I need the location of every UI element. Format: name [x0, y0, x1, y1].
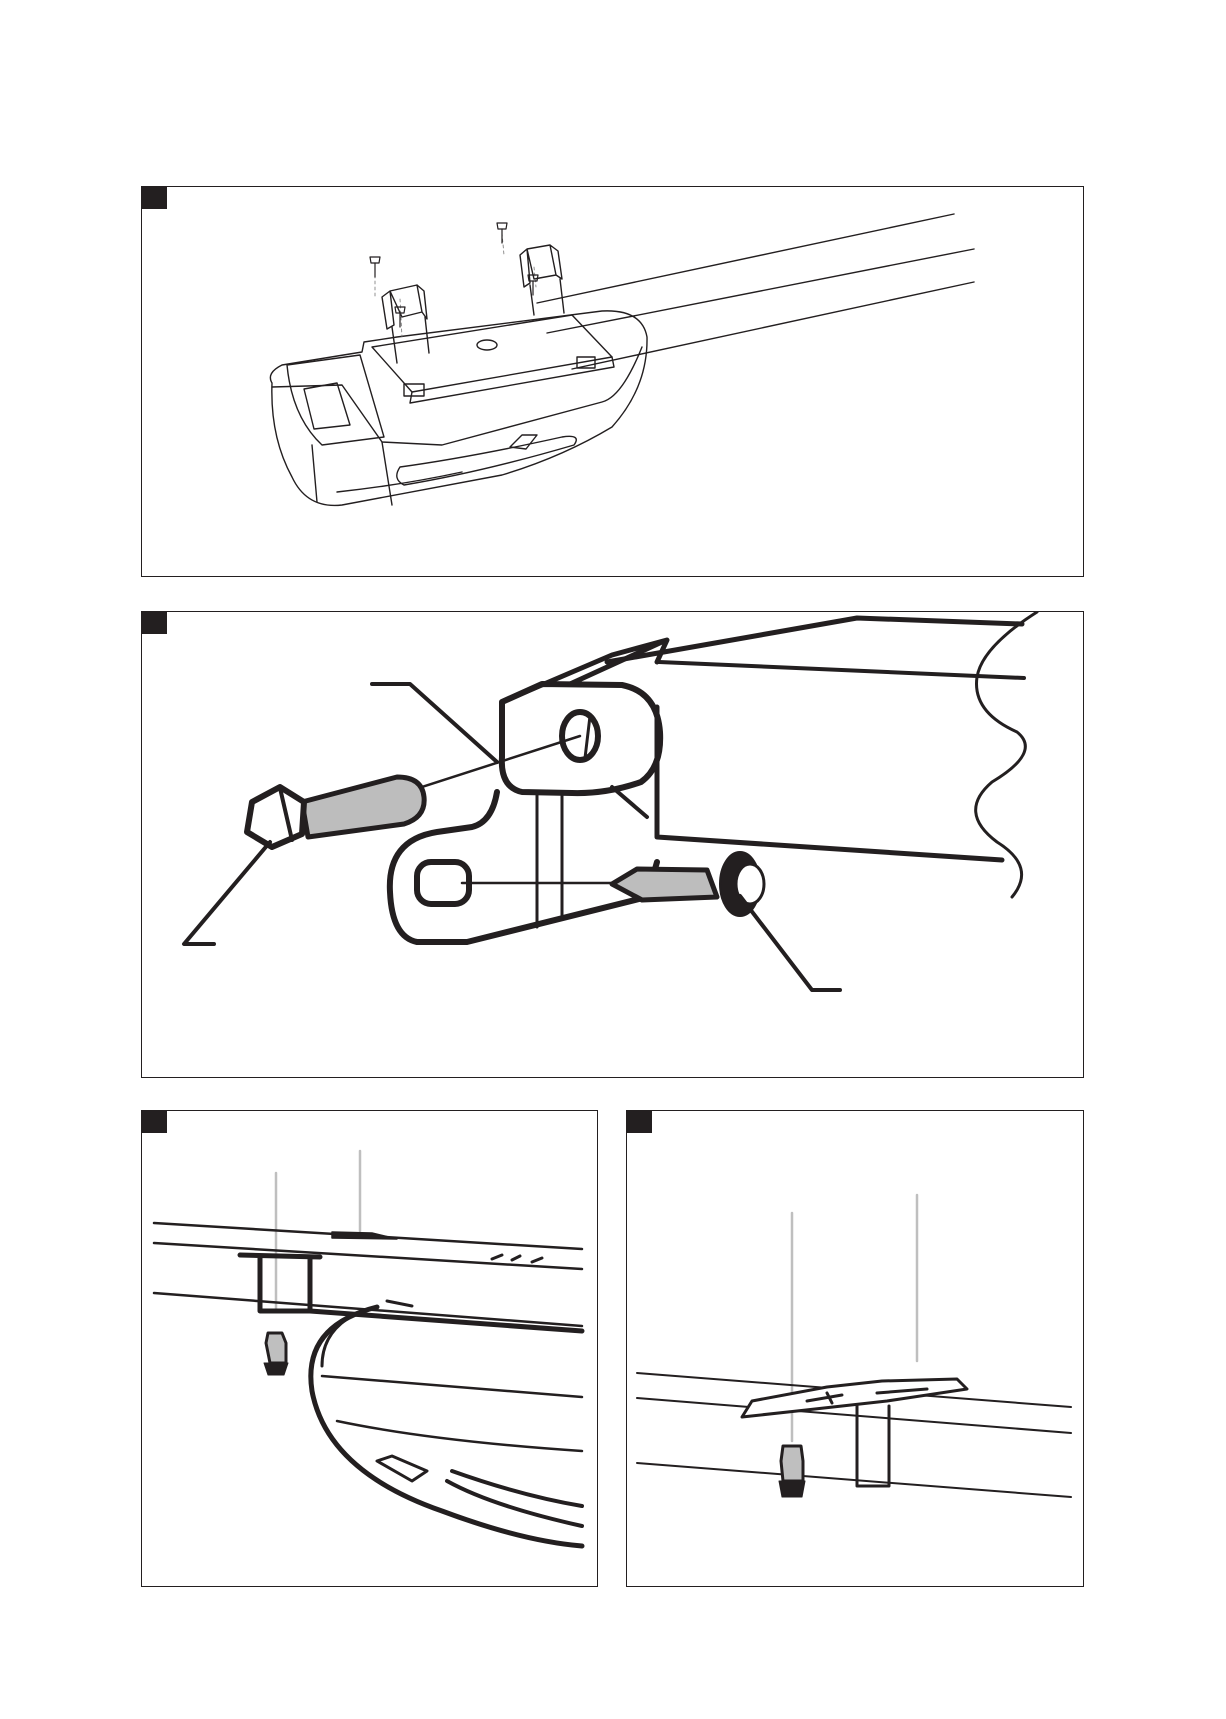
bolt	[781, 1446, 803, 1481]
bolt	[266, 1333, 286, 1363]
lower-bolt-shank	[612, 869, 717, 900]
leader-line-lower-bolt	[740, 896, 840, 990]
upper-bolt-shank	[302, 777, 424, 837]
right-bracket	[520, 245, 562, 287]
rail	[537, 214, 974, 369]
figure-4-drawing	[627, 1111, 1084, 1587]
upper-bolt-head	[247, 787, 304, 847]
figure-3-drawing	[142, 1111, 598, 1587]
screws	[370, 223, 538, 327]
mounting-plate	[372, 315, 612, 392]
figure-3-panel	[141, 1110, 598, 1587]
figure-1-panel	[141, 186, 1084, 577]
figure-4-panel	[626, 1110, 1084, 1587]
rail-break	[976, 612, 1037, 897]
leader-line-upper-bolt	[184, 842, 270, 944]
figure-1-drawing	[142, 187, 1084, 577]
bracket	[502, 684, 660, 793]
opener-housing	[270, 311, 647, 506]
figure-2-drawing	[142, 612, 1084, 1078]
figure-2-panel	[141, 611, 1084, 1078]
rail-top	[154, 1223, 582, 1269]
leader-line-bracket	[372, 684, 497, 762]
opener-cover-curve	[311, 1307, 582, 1546]
